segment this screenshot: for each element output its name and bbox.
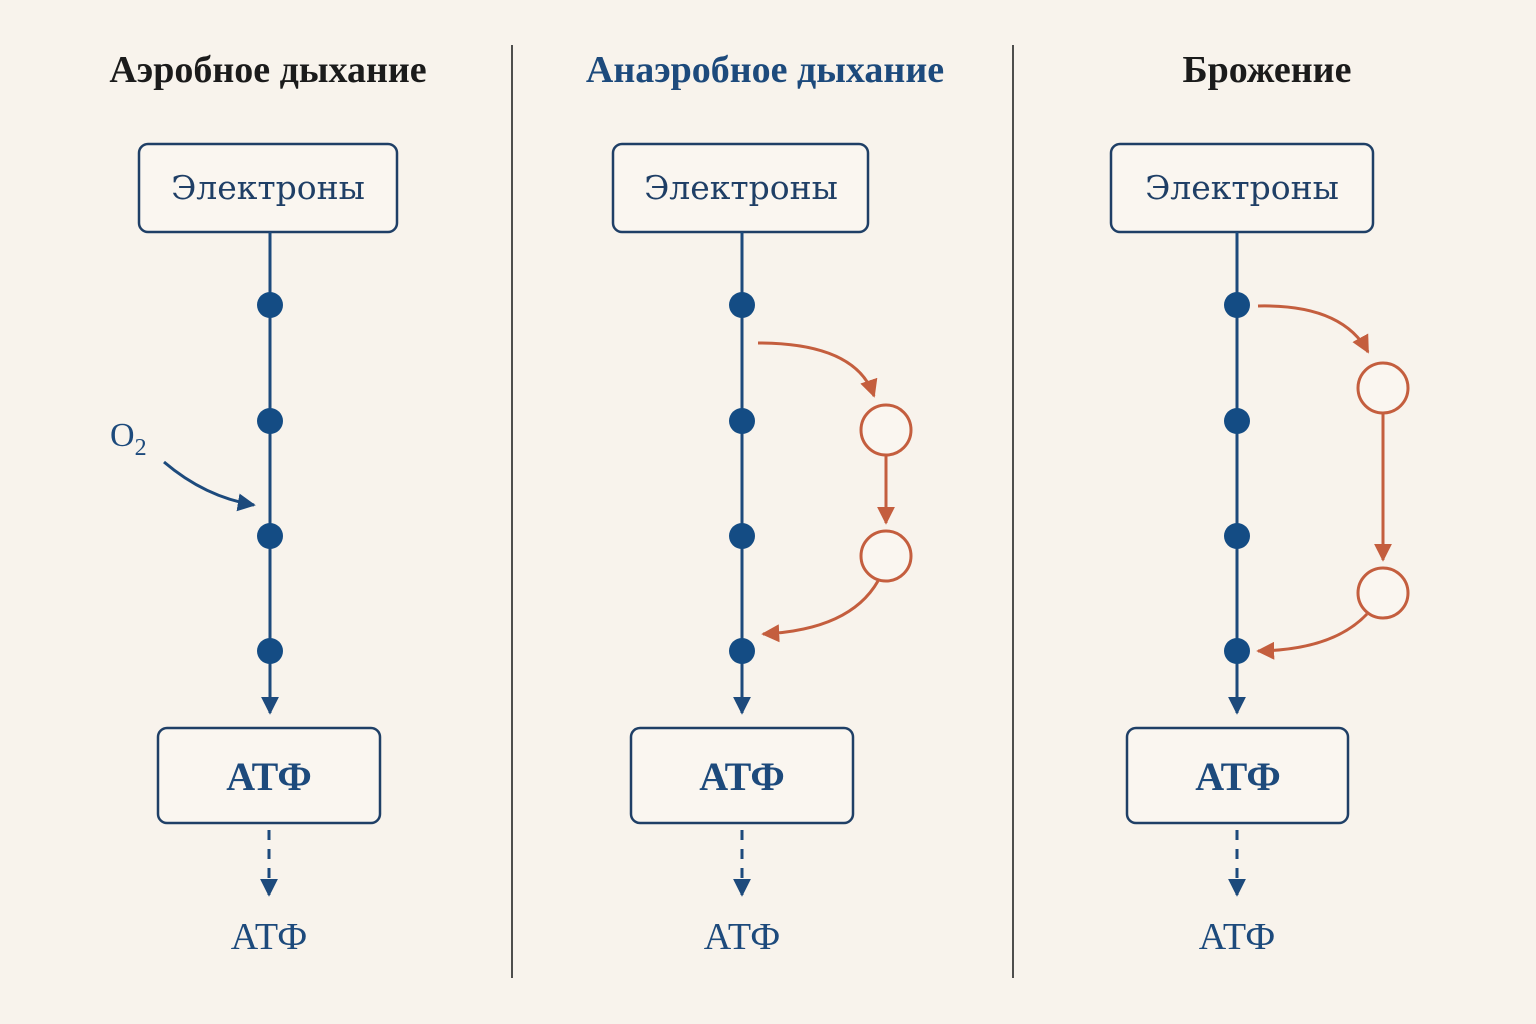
chain-carrier-node [1224, 523, 1250, 549]
electrons-box [1109, 142, 1375, 234]
chain-carrier-node [729, 292, 755, 318]
chain-carrier-node [257, 638, 283, 664]
atp-box-label: АТФ [699, 754, 785, 799]
alternative-acceptor-node [859, 529, 913, 583]
chain-carrier-node [729, 523, 755, 549]
o2-acceptor-label: O2 [110, 417, 147, 461]
alternative-path-arrow-out [1257, 304, 1370, 354]
chain-carrier-node [257, 292, 283, 318]
electrons-label: Электроны [1145, 168, 1339, 207]
chain-carrier-node [257, 408, 283, 434]
chain-carrier-node [1224, 292, 1250, 318]
o2-entry-arrow [163, 460, 256, 512]
panel-title: Анаэробное дыхание [586, 49, 944, 91]
electrons-label: Электроны [171, 168, 365, 207]
atp-box [156, 726, 382, 825]
alternative-acceptor-node [1356, 361, 1410, 415]
alternative-acceptor-node [859, 403, 913, 457]
chain-carrier-node [1224, 638, 1250, 664]
alternative-acceptor-node [1356, 566, 1410, 620]
atp-box [1125, 726, 1350, 825]
alternative-path-arrow-out [757, 341, 878, 398]
atp-output-label: АТФ [231, 916, 308, 958]
panel-aerobic: Аэробное дыхание Электроны O2 АТФ АТФ [109, 49, 426, 958]
panel-fermentation: Брожение Электроны АТФ АТФ [1109, 49, 1410, 958]
chain-carrier-node [1224, 408, 1250, 434]
electrons-box [137, 142, 399, 234]
alternative-path-arrow-back [1256, 612, 1369, 660]
chain-carrier-node [729, 408, 755, 434]
chain-carrier-node [257, 523, 283, 549]
panel-title: Аэробное дыхание [109, 49, 426, 91]
chain-carrier-node [729, 638, 755, 664]
atp-box-label: АТФ [226, 754, 312, 799]
atp-box-label: АТФ [1195, 754, 1281, 799]
atp-output-label: АТФ [704, 916, 781, 958]
panel-title: Брожение [1183, 49, 1352, 91]
atp-box [629, 726, 855, 825]
atp-output-label: АТФ [1199, 916, 1276, 958]
alternative-path-arrow-back [761, 580, 880, 643]
panel-anaerobic: Анаэробное дыхание Электроны АТФ АТФ [586, 49, 944, 958]
electrons-label: Электроны [644, 168, 838, 207]
